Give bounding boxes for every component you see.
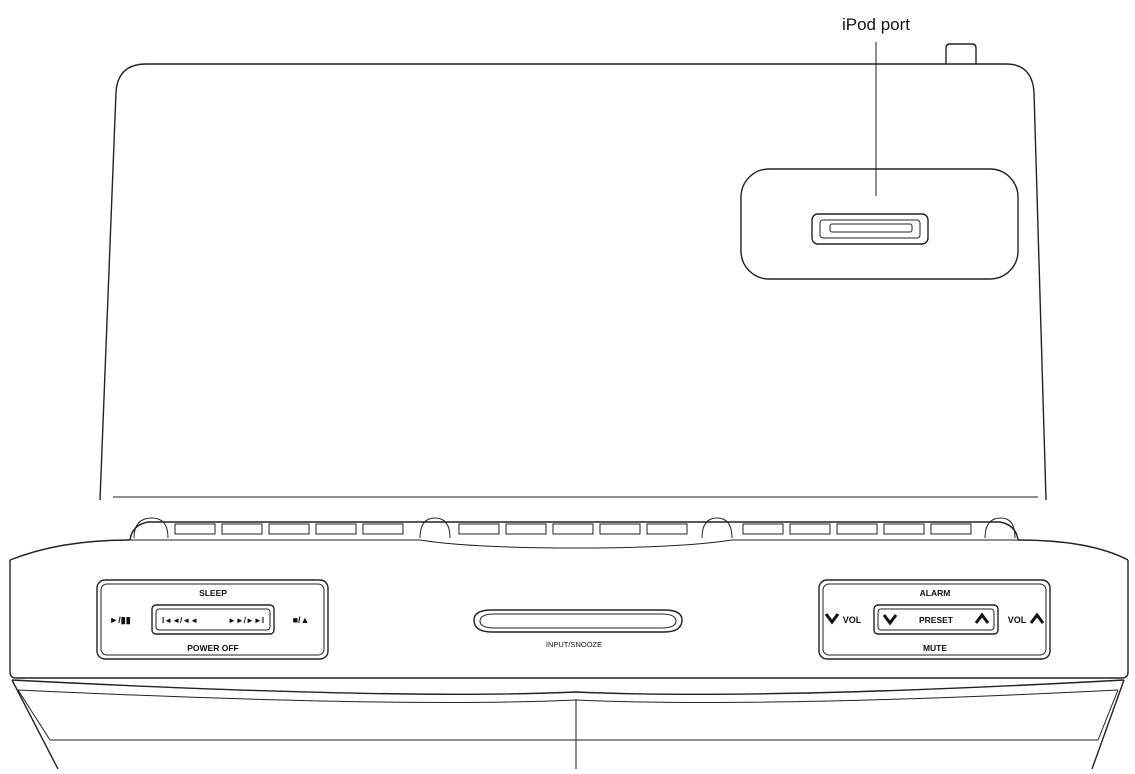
alarm-label: ALARM: [920, 588, 951, 598]
vol-down-label[interactable]: VOL: [843, 615, 862, 625]
right-control-panel: [818, 579, 1051, 660]
sleep-label: SLEEP: [199, 588, 227, 598]
upper-housing: [99, 63, 1047, 501]
base-top-edge: [9, 539, 1129, 561]
mute-label: MUTE: [923, 643, 947, 653]
vol-up-label[interactable]: VOL: [1008, 615, 1027, 625]
preset-buttons-frame[interactable]: [873, 604, 999, 635]
power-off-label: POWER OFF: [187, 643, 238, 653]
ipod-dock-recess: [740, 168, 1019, 280]
antenna-stub: [945, 43, 977, 64]
ipod-port-callout: iPod port: [842, 15, 910, 34]
preset-up-chevron-icon[interactable]: [974, 612, 990, 624]
base-center-hump: [130, 539, 1018, 549]
preset-label: PRESET: [919, 615, 954, 625]
skip-forward-button[interactable]: ►►/►►I: [228, 616, 264, 625]
stop-eject-button[interactable]: ■/▲: [293, 615, 310, 625]
speaker-grille: [129, 517, 1019, 541]
preset-down-chevron-icon[interactable]: [882, 614, 898, 626]
left-control-panel: [96, 579, 329, 660]
front-slant: [11, 679, 1125, 770]
front-lip: [11, 679, 1125, 695]
vol-up-chevron-icon[interactable]: [1029, 612, 1045, 624]
front-slant-inner: [17, 689, 1119, 741]
input-snooze-button[interactable]: [473, 609, 683, 633]
skip-buttons-frame[interactable]: [151, 604, 275, 635]
skip-back-button[interactable]: I◄◄/◄◄: [162, 616, 198, 625]
vol-down-chevron-icon[interactable]: [824, 613, 840, 625]
ipod-connector: [811, 213, 929, 245]
input-snooze-label: INPUT/SNOOZE: [546, 640, 602, 649]
play-pause-button[interactable]: ►/▮▮: [109, 615, 130, 625]
control-panel-outline: [9, 560, 1129, 679]
